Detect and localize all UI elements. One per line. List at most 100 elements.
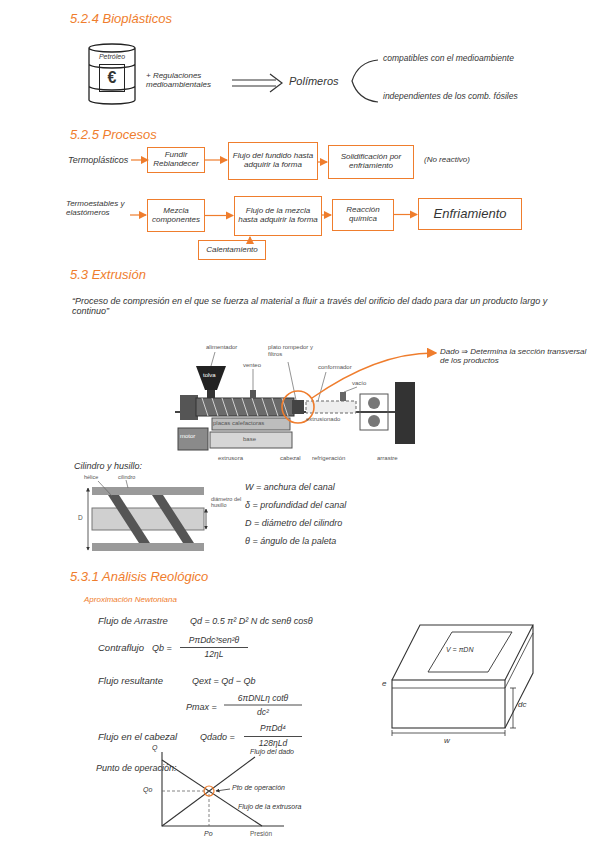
note-text: 128ηLd [242, 739, 304, 749]
part-label: placas calefactoras [213, 420, 293, 427]
currency-box: € [99, 64, 125, 92]
note-text: Punto de operación: [96, 763, 206, 773]
note-text: Termoestables y elastómeros [66, 199, 130, 217]
note-text: Pmax = [186, 702, 226, 712]
guide-line [162, 791, 209, 826]
part-label: motor [180, 433, 208, 440]
note-text: Polímeros [289, 75, 359, 88]
puller-roller [368, 415, 380, 427]
note-text: Q [152, 744, 164, 752]
channel-box [392, 625, 533, 728]
note-text: W = anchura del canal [245, 482, 465, 492]
screw-root [92, 508, 204, 530]
leader-line [253, 369, 254, 390]
leader-line [211, 352, 215, 366]
motor-block [178, 428, 208, 450]
node-text: Enfriamiento [434, 207, 507, 221]
node-text: Flujo de la mezcla hasta adquirir la for… [237, 207, 319, 225]
process-box: Solidificación por enfriamiento [328, 145, 414, 179]
section-heading: 5.3 Extrusión [70, 268, 270, 283]
subheading: Aproximación Newtoniana [84, 595, 244, 604]
part-label: diámetro del husillo [211, 496, 245, 509]
process-box: Flujo de la mezcla hasta adquirir la for… [234, 196, 322, 236]
section-heading: 5.3.1 Análisis Reológico [70, 570, 310, 585]
note-text: w [444, 736, 456, 745]
die [292, 400, 304, 414]
node-text: Calentamiento [206, 246, 258, 255]
callout-arrow [312, 353, 436, 398]
note-text: dc² [222, 708, 304, 718]
screw-flight [108, 495, 150, 543]
plate-thickness [392, 633, 533, 688]
part-label: D [78, 514, 88, 521]
barrel-outline [89, 44, 135, 104]
leader-line [344, 387, 357, 392]
part-label: conformador [318, 364, 368, 371]
section-heading: 5.2.4 Bioplásticos [70, 12, 290, 27]
note-text: Pto de operación [232, 784, 312, 792]
take-up [395, 382, 415, 444]
note-text: dc [518, 700, 534, 709]
note-text: Qext = Qd − Qb [192, 676, 322, 686]
dimension-line [392, 730, 505, 736]
part-label: alimentador [206, 344, 266, 351]
node-text: Petróleo [99, 53, 125, 61]
process-box: Calentamiento [198, 240, 266, 260]
part-label: refrigeración [312, 455, 362, 462]
barrel [196, 398, 294, 416]
input-arrow [130, 214, 146, 215]
implies-arrow [232, 80, 276, 86]
flow-arrow [322, 214, 331, 215]
note-text: Flujo de la extrusora [238, 803, 318, 811]
note-text: Dado ⇒ Determina la sección transversal … [440, 347, 592, 365]
note-text: Flujo resultante [98, 676, 188, 687]
implies-arrow-head [270, 74, 282, 92]
flow-arrow [394, 214, 417, 215]
leader-line [318, 372, 326, 401]
brace [352, 60, 378, 102]
machine-base [210, 432, 292, 448]
part-label: base [243, 436, 283, 443]
note-text: PπDdc³sen²θ [178, 636, 250, 646]
vacuum-port [340, 392, 346, 401]
vent [250, 390, 256, 398]
note-text: Cilindro y husillo: [74, 461, 204, 471]
node-text: Fundir Reblandecer [150, 151, 202, 169]
node-text: Solidificación por enfriamiento [331, 153, 411, 171]
leader-line [98, 481, 112, 496]
note-text: Qo [143, 786, 159, 794]
fraction-bar [224, 705, 302, 706]
channel-front [392, 680, 505, 728]
puller-frame [360, 394, 388, 430]
note-text: Flujo de Arrastre [98, 616, 188, 627]
note-text: “Proceso de compresión en el que se fuer… [72, 296, 567, 317]
extruder-curve [162, 760, 262, 826]
note-text: Flujo en el cabezal [98, 732, 208, 743]
dimension-line [88, 488, 89, 550]
flow-arrow [249, 237, 250, 240]
flow-arrow [205, 159, 227, 160]
note-text: 6πDNLη cotθ [222, 694, 304, 704]
node-text: Reacción química [335, 206, 391, 224]
puller-roller [368, 397, 380, 409]
note-text: (No reactivo) [424, 155, 514, 164]
note-text: PπDd⁴ [242, 724, 304, 734]
input-arrow [131, 159, 148, 160]
node-text: Flujo del fundido hasta adquirir la form… [231, 152, 315, 170]
part-label: Presión [250, 830, 290, 837]
oil-barrel: Petróleo € [88, 42, 136, 106]
note-text: θ = ángulo de la paleta [245, 536, 465, 546]
note-text: Po [204, 830, 220, 838]
screw-flights [202, 398, 288, 416]
fraction-bar [180, 647, 248, 648]
leader-line [126, 480, 128, 488]
hopper [196, 366, 226, 390]
process-box: Enfriamiento [418, 198, 522, 230]
part-label: plato rompedor y filtros [268, 344, 316, 358]
note-text: Qd = 0.5 π² D² N dc senθ cosθ [190, 616, 410, 626]
note-text: Qdado = [200, 732, 245, 742]
part-label: hélice [84, 474, 114, 480]
fraction-bar [244, 736, 302, 737]
process-box: Mezcla componentes [147, 199, 205, 232]
note-text: δ = profundidad del canal [245, 500, 465, 510]
